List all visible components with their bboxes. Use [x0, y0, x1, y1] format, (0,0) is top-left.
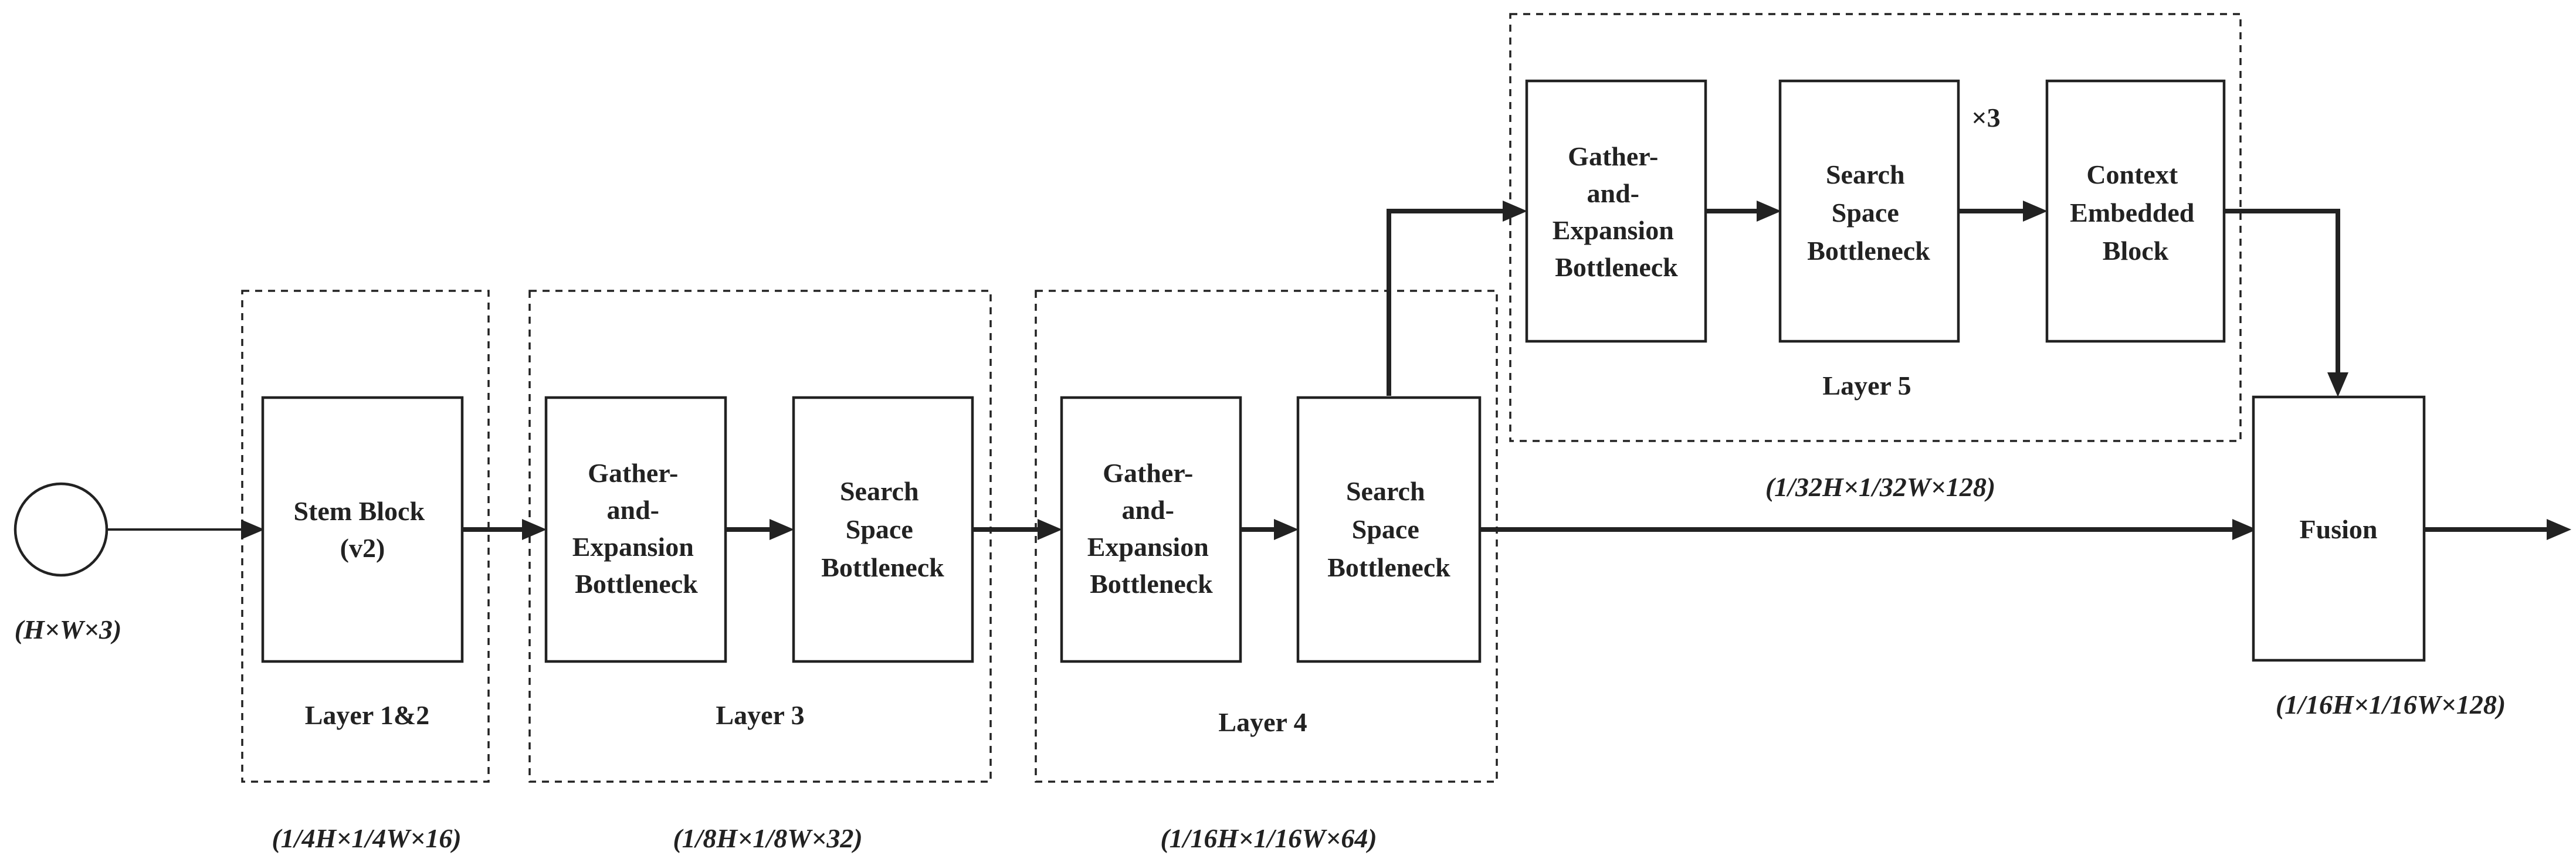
main-path-dims: (1/32H×1/32W×128) — [1765, 472, 1995, 502]
arrowhead-ceb-fusion — [2327, 372, 2348, 397]
layer5-ssb-block — [1778, 79, 1960, 343]
context-embedded-label: Context Embedded Block — [2070, 159, 2201, 266]
layer3-label: Layer 3 — [716, 700, 804, 730]
layer5-repeat-label: ×3 — [1971, 103, 2000, 133]
layer12-label: Layer 1&2 — [305, 700, 430, 730]
layer4-ssb-block — [1296, 396, 1482, 663]
layer4-label: Layer 4 — [1218, 707, 1307, 737]
fusion-label: Fusion — [2300, 514, 2378, 544]
layer4-ssb-label: Search Space Bottleneck — [1327, 476, 1450, 582]
arrowhead-input-stem — [241, 520, 265, 539]
layer5-ssb-label: Search Space Bottleneck — [1807, 159, 1930, 266]
input-node — [13, 482, 109, 577]
layer12-dims: (1/4H×1/4W×16) — [272, 823, 461, 853]
arrowhead-l4ssb-fusion — [2232, 519, 2257, 540]
arrowhead-l3geb-l3ssb — [770, 519, 794, 540]
layer5-geb-label: Gather- and- Expansion Bottleneck — [1553, 141, 1681, 282]
layer5-label: Layer 5 — [1822, 371, 1911, 401]
layer4-dims: (1/16H×1/16W×64) — [1160, 823, 1377, 853]
edge-l4ssb-l5geb — [1387, 209, 1505, 396]
arrowhead-stem-l3geb — [522, 519, 547, 540]
edge-ceb-fusion — [2224, 209, 2340, 375]
layer5-geb-block — [1525, 79, 1707, 343]
layer4-geb-label: Gather- and- Expansion Bottleneck — [1087, 458, 1216, 599]
arrowhead-l3ssb-l4geb — [1038, 519, 1062, 540]
stem-block — [261, 396, 464, 663]
layer3-dims: (1/8H×1/8W×32) — [673, 823, 862, 853]
context-embedded-block — [2045, 79, 2226, 343]
stem-block-label: Stem Block (v2) — [293, 496, 431, 563]
layer3-geb-block — [544, 396, 727, 663]
arrowhead-l5geb-l5ssb — [1757, 201, 1781, 222]
arrowhead-l4geb-l4ssb — [1274, 519, 1299, 540]
fusion-dims: (1/16H×1/16W×128) — [2276, 690, 2506, 720]
layer3-ssb-block — [792, 396, 974, 663]
arrowhead-fusion-output — [2547, 519, 2571, 540]
layer4-geb-block — [1060, 396, 1242, 663]
arrowhead-l4ssb-l5geb — [1503, 201, 1527, 222]
arrowhead-l5ssb-ceb — [2023, 201, 2048, 222]
layer3-ssb-label: Search Space Bottleneck — [821, 476, 944, 582]
fusion-block — [2252, 395, 2426, 662]
layer3-geb-label: Gather- and- Expansion Bottleneck — [572, 458, 701, 599]
layer4-group — [1035, 290, 1498, 783]
layer5-group — [1509, 13, 2242, 442]
input-dims: (H×W×3) — [15, 615, 122, 644]
